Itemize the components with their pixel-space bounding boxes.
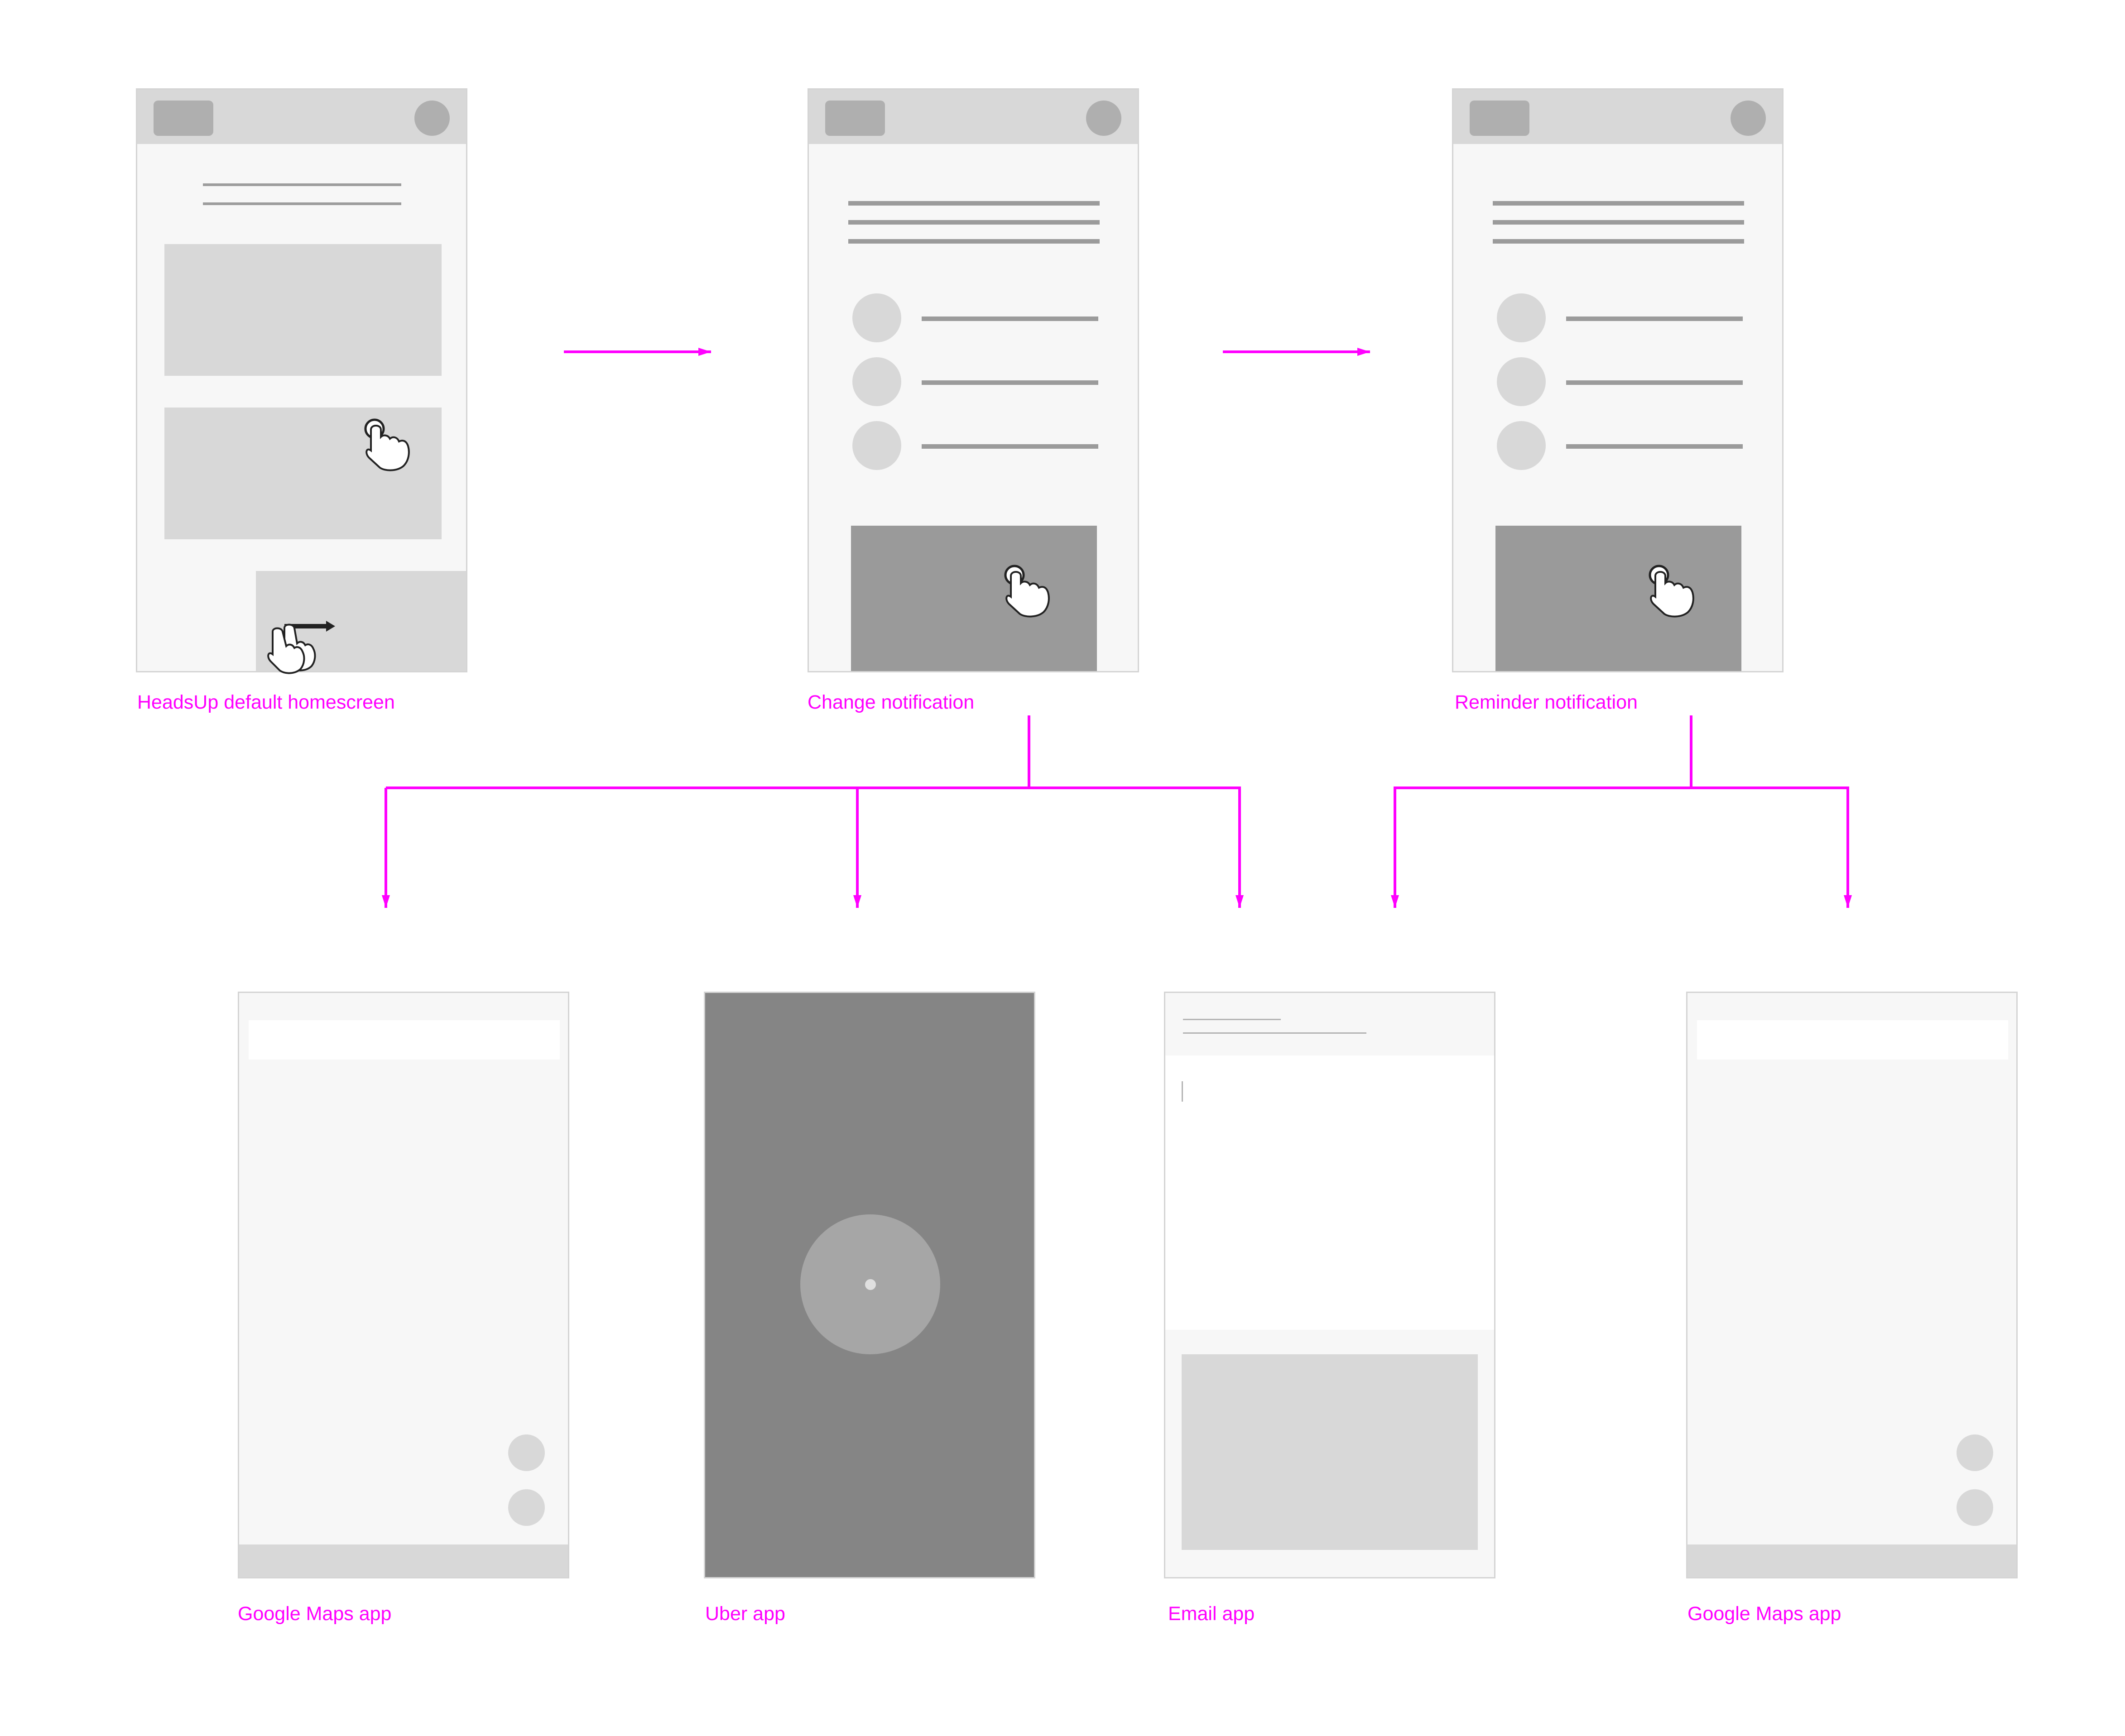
search-bar[interactable] — [249, 1020, 560, 1060]
avatar[interactable] — [1731, 101, 1766, 136]
reminder-notification-branch — [1391, 715, 1852, 908]
screen-change-notification — [808, 88, 1139, 672]
text-line — [848, 239, 1100, 244]
map-control-button[interactable] — [508, 1489, 545, 1526]
label-google-maps-1: Google Maps app — [238, 1603, 392, 1625]
tap-hand-icon — [1649, 565, 1694, 618]
label-uber: Uber app — [705, 1603, 785, 1625]
text-line — [1493, 220, 1744, 225]
tap-hand-icon — [1004, 565, 1050, 618]
content-card[interactable] — [164, 244, 442, 376]
avatar[interactable] — [1086, 101, 1121, 136]
email-header — [1165, 993, 1494, 1055]
change-notification-branch — [382, 715, 1244, 908]
list-item-line — [922, 317, 1098, 321]
top-bar — [1453, 90, 1782, 144]
text-line — [848, 220, 1100, 225]
menu-button[interactable] — [1470, 101, 1529, 136]
bottom-bar — [1688, 1544, 2016, 1577]
subtitle-line — [203, 202, 401, 205]
keyboard[interactable] — [1182, 1354, 1478, 1550]
top-bar — [137, 90, 466, 144]
screen-headsup-homescreen — [136, 88, 467, 672]
list-item-line — [1566, 444, 1743, 449]
title-line — [203, 183, 401, 186]
screen-uber — [704, 992, 1035, 1578]
screen-reminder-notification — [1452, 88, 1784, 672]
list-item-line — [1566, 380, 1743, 385]
search-bar[interactable] — [1697, 1020, 2008, 1060]
text-line — [1493, 239, 1744, 244]
text-line — [848, 201, 1100, 206]
list-item-avatar — [852, 357, 901, 406]
label-email: Email app — [1168, 1603, 1255, 1625]
text-cursor[interactable] — [1182, 1081, 1183, 1102]
screen-email — [1164, 992, 1495, 1578]
list-item-avatar — [852, 293, 901, 342]
label-google-maps-2: Google Maps app — [1688, 1603, 1841, 1625]
label-headsup-homescreen: HeadsUp default homescreen — [137, 691, 395, 713]
list-item-line — [922, 380, 1098, 385]
map-control-button[interactable] — [1957, 1489, 1993, 1526]
list-item-line — [1566, 317, 1743, 321]
list-item-avatar — [1497, 293, 1546, 342]
list-item-avatar — [1497, 357, 1546, 406]
map-control-button[interactable] — [1957, 1434, 1993, 1471]
location-dot — [865, 1279, 876, 1290]
notification-action-card[interactable] — [851, 526, 1097, 671]
label-reminder-notification: Reminder notification — [1455, 691, 1638, 713]
bottom-bar — [239, 1544, 568, 1577]
screen-google-maps-1 — [238, 992, 569, 1578]
keyboard-area — [1165, 1330, 1494, 1577]
avatar[interactable] — [414, 101, 450, 136]
tap-hand-icon — [364, 418, 410, 471]
screen-google-maps-2 — [1686, 992, 2018, 1578]
menu-button[interactable] — [825, 101, 885, 136]
tappable-card[interactable] — [164, 408, 442, 539]
subject-field-line — [1183, 1032, 1366, 1034]
map-control-button[interactable] — [508, 1434, 545, 1471]
list-item-avatar — [852, 421, 901, 470]
list-item-line — [922, 444, 1098, 449]
text-line — [1493, 201, 1744, 206]
swipe-hand-icon — [267, 621, 335, 674]
to-field-line — [1183, 1019, 1281, 1020]
notification-action-card[interactable] — [1495, 526, 1741, 671]
list-item-avatar — [1497, 421, 1546, 470]
label-change-notification: Change notification — [808, 691, 975, 713]
top-bar — [809, 90, 1138, 144]
menu-button[interactable] — [154, 101, 213, 136]
